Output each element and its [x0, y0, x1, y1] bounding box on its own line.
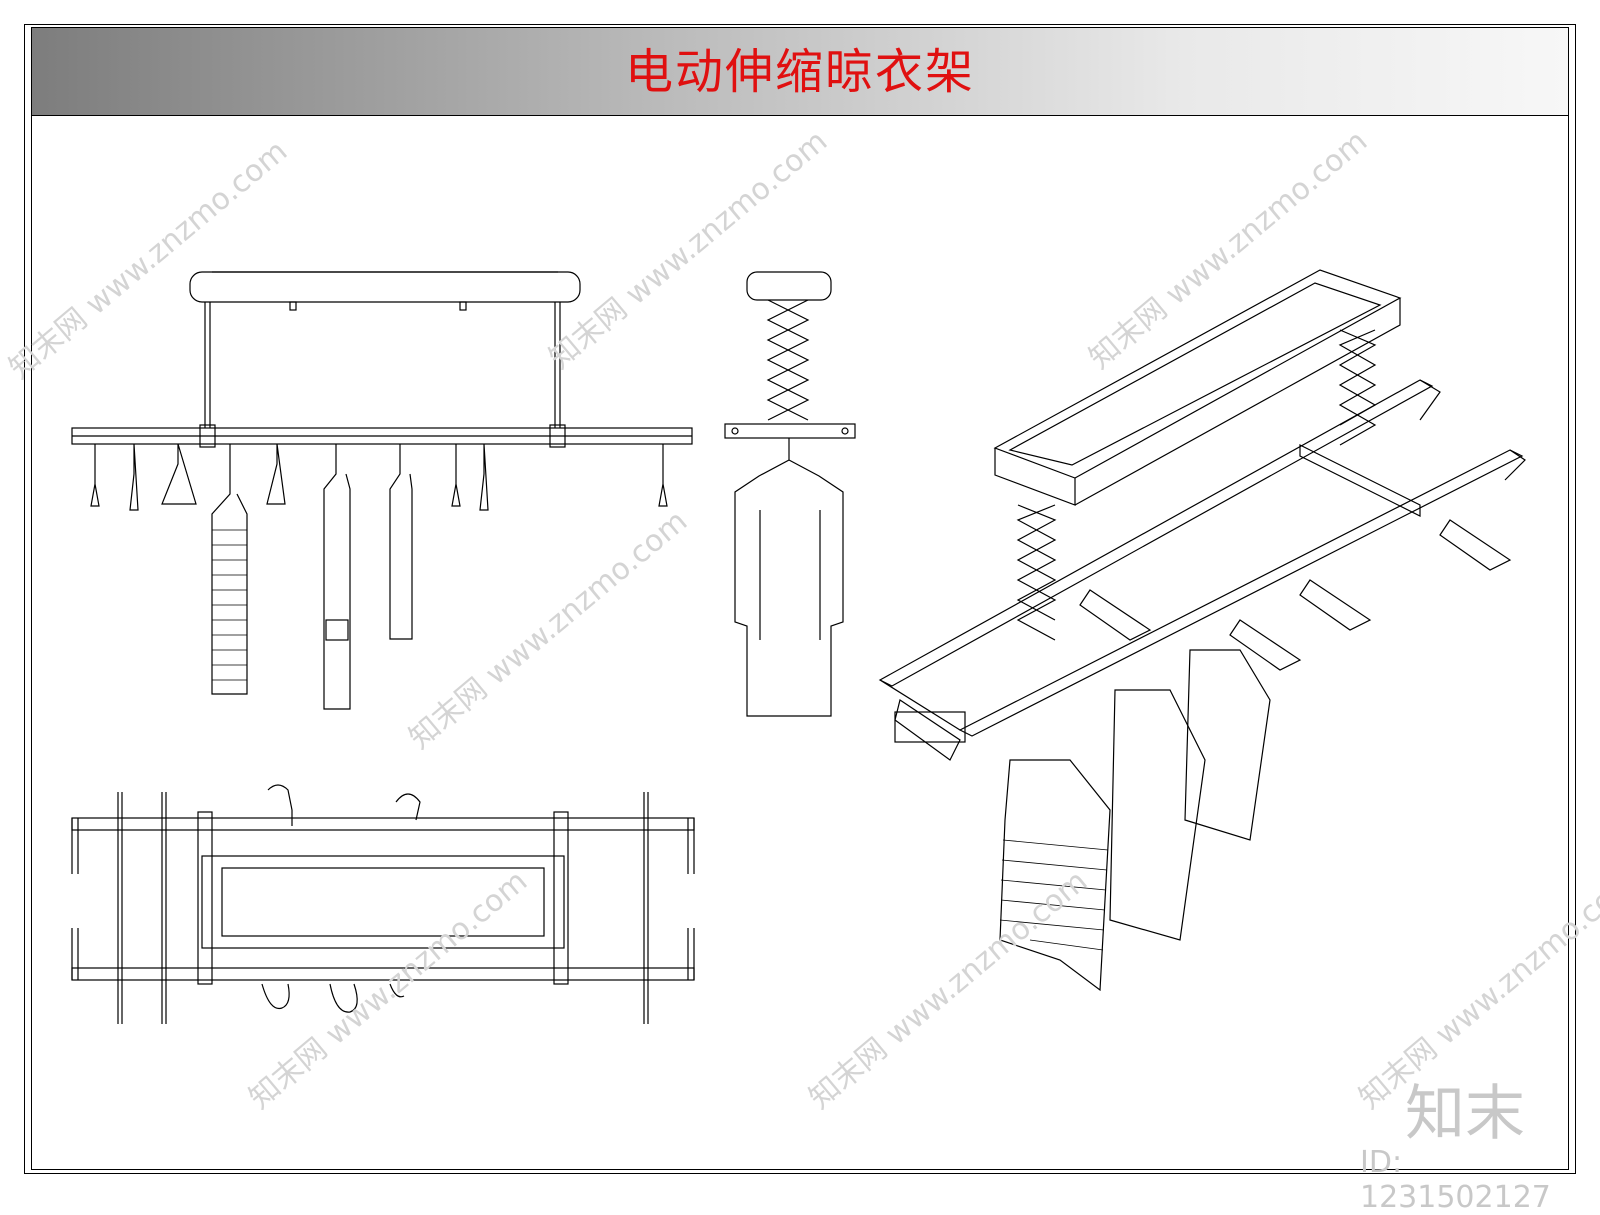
iso-bar-back	[878, 379, 1434, 687]
watermark-id: ID: 1231502127	[1360, 1145, 1551, 1215]
iso-bar-front	[958, 449, 1524, 737]
hook	[658, 444, 668, 507]
plan-garment	[395, 793, 421, 821]
watermark-text: 知末网 www.znzmo.com	[243, 864, 534, 1116]
iso-bar-end	[1419, 379, 1441, 421]
iso-hanger	[1439, 519, 1512, 571]
plan-hooks	[117, 792, 649, 1024]
motor-housing	[189, 271, 581, 303]
hanging-coat	[734, 438, 844, 717]
garment-fold	[325, 619, 349, 641]
bolt	[841, 427, 849, 435]
bar-end-bracket	[724, 423, 856, 439]
hanging-garment	[323, 444, 351, 710]
bolt	[731, 427, 739, 435]
drawing-title: 电动伸缩晾衣架	[624, 44, 975, 100]
iso-hanger	[894, 699, 961, 761]
iso-hanger	[1299, 579, 1372, 631]
iso-bar-end	[1504, 449, 1526, 481]
plan-joint	[197, 811, 213, 985]
plan-garment	[389, 983, 405, 998]
isometric-view	[878, 269, 1526, 992]
hanger	[266, 443, 286, 505]
iso-coat	[1109, 689, 1206, 941]
hanging-garment	[389, 444, 413, 640]
housing-clip	[459, 301, 467, 311]
iso-scissor-right	[1338, 329, 1377, 426]
iso-housing-panel	[1008, 282, 1382, 466]
inner-border	[31, 27, 1569, 1170]
iso-housing-top	[993, 269, 1402, 479]
hook	[451, 444, 461, 507]
watermark-text: 知末网 www.znzmo.com	[3, 134, 294, 386]
iso-scissor-left	[1016, 504, 1057, 621]
plan-joint	[553, 811, 569, 985]
watermark-text: 知末网 www.znzmo.com	[543, 124, 834, 376]
iso-scissor-left	[1016, 504, 1057, 641]
title-bar: 电动伸缩晾衣架	[32, 28, 1568, 116]
motor-housing-side	[746, 271, 832, 301]
bar-joint	[549, 424, 566, 448]
plan-garment	[329, 983, 358, 1013]
housing-clip	[289, 301, 297, 311]
iso-scissor-right	[1338, 329, 1377, 446]
iso-end-bracket	[894, 711, 966, 743]
bar-joint	[199, 424, 216, 448]
watermark-text: 知末网 www.znzmo.com	[1083, 124, 1374, 376]
side-elevation-view	[724, 271, 856, 717]
plan-bar-top	[71, 817, 695, 831]
scissor-lift	[766, 299, 810, 421]
watermark-logo: 知末	[1405, 1079, 1525, 1149]
hook	[479, 443, 489, 511]
hook	[129, 443, 139, 511]
shirt-stripes	[212, 529, 247, 681]
iso-hanger	[1079, 589, 1152, 641]
housing-plan	[201, 855, 565, 949]
outer-border	[24, 24, 1576, 1174]
iso-shirt-stripes	[999, 839, 1109, 951]
iso-housing-front	[994, 448, 1076, 506]
hanger	[161, 443, 197, 505]
iso-housing-side	[1074, 298, 1401, 506]
housing-panel	[221, 867, 545, 937]
watermark-text: 知末网 www.znzmo.com	[803, 864, 1094, 1116]
front-elevation-view	[71, 271, 693, 710]
iso-crossbar	[1299, 444, 1421, 517]
watermark-text: 知末网 www.znzmo.com	[403, 504, 694, 756]
plan-garment	[261, 983, 290, 1010]
top-plan-view	[71, 784, 695, 1024]
iso-crossbar	[879, 679, 961, 731]
striped-shirt	[211, 444, 248, 695]
plan-garment	[267, 784, 293, 826]
hook	[90, 444, 100, 507]
iso-coat	[1184, 649, 1271, 841]
iso-hanger	[1229, 619, 1302, 671]
